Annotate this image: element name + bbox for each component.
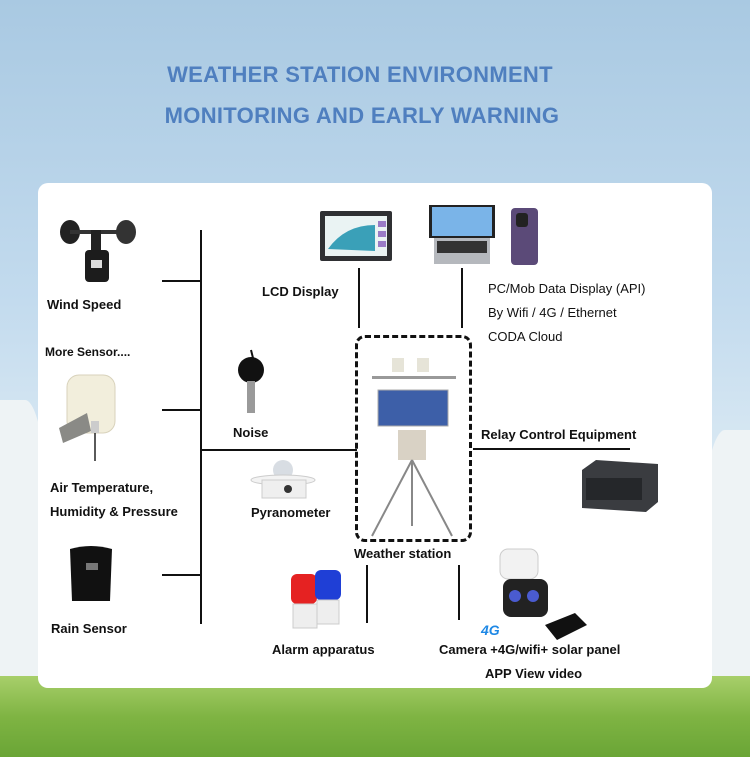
label-app-view: APP View video [485, 666, 583, 681]
label-relay-control: Relay Control Equipment [481, 427, 637, 442]
label-pc-display: PC/Mob Data Display (API) [488, 281, 646, 296]
camera-icon [499, 548, 587, 640]
phone-icon [511, 208, 538, 265]
connector [461, 268, 463, 328]
label-air-temperature: Air Temperature, [50, 480, 154, 495]
relay-equipment-icon [582, 460, 658, 512]
diagram-card [38, 183, 712, 688]
label-cloud: CODA Cloud [488, 329, 563, 344]
connector [458, 565, 460, 620]
grass-background [0, 676, 750, 757]
label-alarm-apparatus: Alarm apparatus [272, 642, 375, 657]
connector [366, 565, 368, 623]
weather-station-box [355, 335, 472, 542]
connector [162, 280, 201, 282]
noise-sensor-icon [238, 349, 264, 413]
label-camera: Camera +4G/wifi+ solar panel [439, 642, 621, 657]
laptop-icon [429, 205, 495, 264]
connector [473, 448, 630, 450]
temperature-shield-icon [59, 374, 116, 461]
bus-line [200, 230, 202, 624]
connector [162, 409, 201, 411]
4g-badge: 4G [481, 622, 500, 638]
pyranometer-icon [250, 460, 316, 499]
connector [162, 574, 201, 576]
label-connectivity: By Wifi / 4G / Ethernet [488, 305, 617, 320]
label-weather-station: Weather station [354, 546, 452, 561]
label-humidity-pressure: Humidity & Pressure [50, 504, 178, 519]
alarm-light-icon [291, 570, 341, 629]
label-rain-sensor: Rain Sensor [51, 621, 127, 636]
weather-station-icon [371, 358, 456, 537]
rain-gauge-icon [70, 546, 112, 601]
label-pyranometer: Pyranometer [251, 505, 331, 520]
anemometer-icon [60, 220, 136, 282]
connector [201, 449, 357, 451]
connector [358, 268, 360, 328]
label-lcd-display: LCD Display [262, 284, 339, 299]
label-wind-speed: Wind Speed [47, 297, 122, 312]
page-subtitle: MONITORING AND EARLY WARNING [164, 103, 560, 128]
lcd-display-icon [320, 211, 392, 261]
label-noise: Noise [233, 425, 269, 440]
label-more-sensor: More Sensor.... [45, 345, 131, 359]
page-title: WEATHER STATION ENVIRONMENT [167, 62, 553, 87]
